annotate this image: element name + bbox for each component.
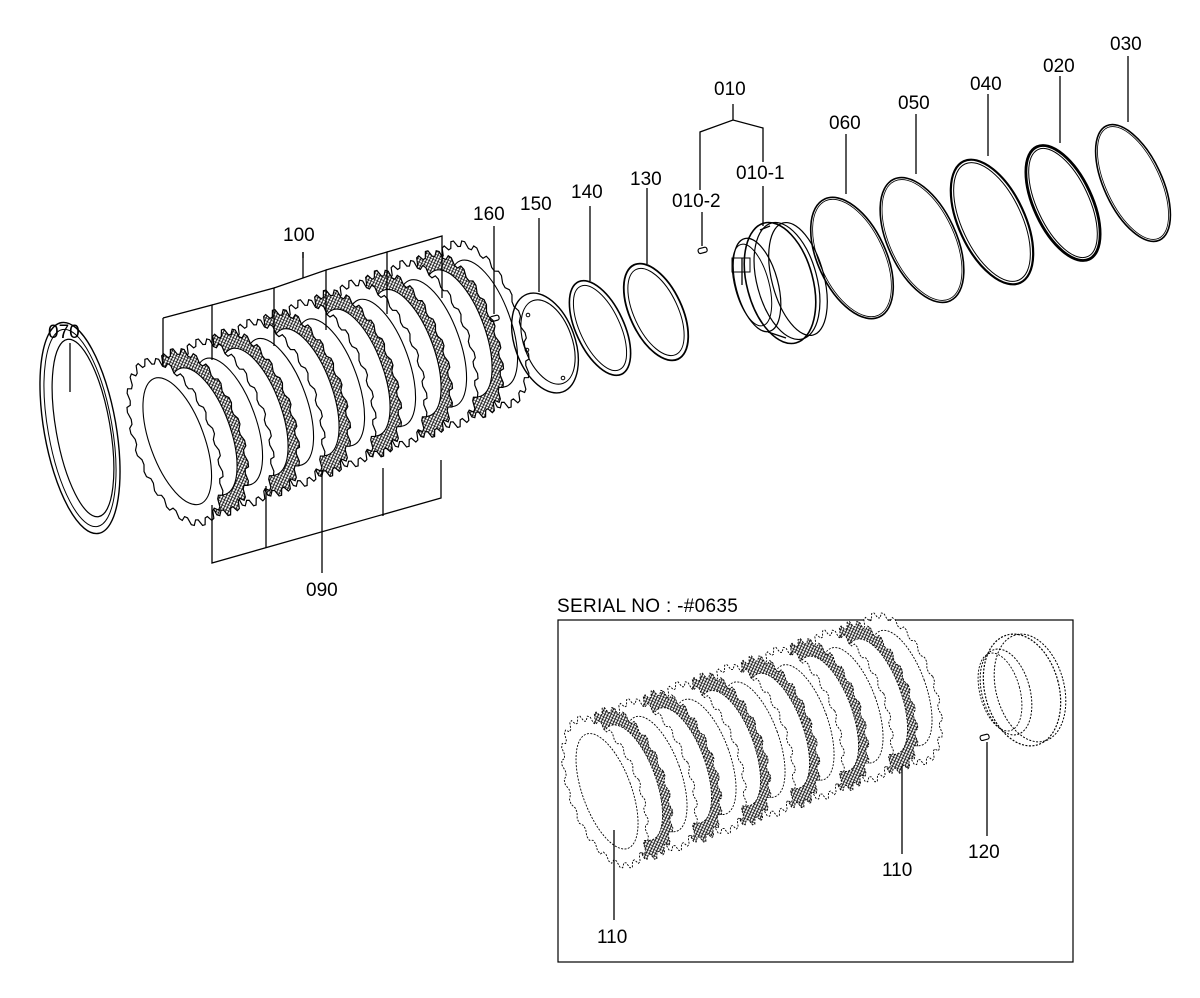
label-070: 070 (48, 322, 80, 343)
part-160-pin (489, 314, 500, 323)
label-160: 160 (473, 204, 505, 225)
label-030: 030 (1110, 34, 1142, 55)
inset-part-120-pin (979, 733, 990, 742)
label-140: 140 (571, 182, 603, 203)
label-100: 100 (283, 225, 315, 246)
inset-piston (977, 633, 1067, 747)
label-010-2: 010-2 (672, 191, 721, 212)
part-010-2-pin (697, 246, 708, 255)
label-010: 010 (714, 79, 746, 100)
clutch-pack-090-100 (126, 240, 530, 527)
label-120: 120 (968, 842, 1000, 863)
part-050-ring (879, 176, 965, 304)
part-030-ring (1094, 123, 1172, 243)
label-050: 050 (898, 93, 930, 114)
label-090: 090 (306, 580, 338, 601)
label-060: 060 (829, 113, 861, 134)
serial-inset-frame (557, 619, 1074, 963)
bracket-010 (699, 104, 764, 226)
part-020-ring (1024, 144, 1102, 262)
serial-number-label: SERIAL NO : -#0635 (557, 596, 738, 617)
label-020: 020 (1043, 56, 1075, 77)
label-150: 150 (520, 194, 552, 215)
part-040-ring (949, 158, 1035, 286)
label-010-1: 010-1 (736, 163, 785, 184)
part-010-1-piston (731, 221, 828, 345)
label-130: 130 (630, 169, 662, 190)
part-150-plate (510, 292, 580, 394)
part-140-ring (568, 279, 632, 377)
steel-plate (561, 715, 649, 869)
part-130-ring (622, 262, 690, 362)
part-060-ring (809, 196, 895, 320)
label-110-right: 110 (882, 860, 912, 881)
bracket-090 (211, 460, 442, 573)
label-110-left: 110 (597, 927, 627, 948)
inset-clutch-pack-110 (561, 612, 943, 869)
bracket-100 (162, 235, 443, 366)
label-040: 040 (970, 74, 1002, 95)
part-070-ring (39, 321, 121, 535)
steel-plate (126, 357, 224, 527)
